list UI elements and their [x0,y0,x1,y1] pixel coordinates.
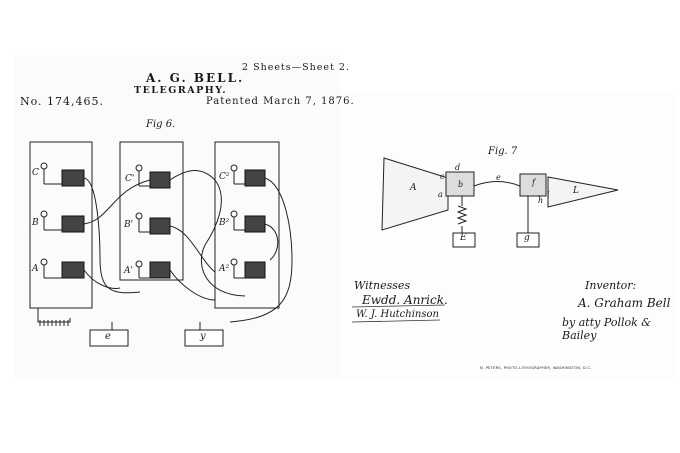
inventor-name: A. G. BELL. [146,71,245,85]
fig6-label-b: B [32,218,39,228]
fig6-box-e [89,329,129,347]
patent-date: Patented March 7, 1876. [206,96,355,107]
fig6-label-c2: C² [219,172,230,182]
fig6-label-a: A [32,264,39,274]
printer-note: N. PETERS, PHOTO-LITHOGRAPHER, WASHINGTO… [480,366,592,370]
sheet-count: 2 Sheets—Sheet 2. [242,62,350,73]
fig7-label-d: d [455,163,461,172]
fig6-panel-right [214,141,280,309]
fig6-label-b2: B² [219,218,230,228]
fig7-label-f: f [532,178,535,187]
fig7-label-e: e [496,173,501,182]
fig7-label-i: i [547,190,550,199]
patent-number: No. 174,465. [20,95,105,108]
fig6-box-e-label: e [105,331,111,342]
fig7-label-c: c [440,172,445,181]
fig6-panel-left [29,141,93,309]
patent-subject: TELEGRAPHY. [134,85,228,96]
fig6-label-a-prime: A' [124,266,133,276]
fig7-box-g [516,232,540,248]
fig6-panel-mid [119,141,184,281]
right-sheet [340,92,675,380]
fig7-label-a: a [438,190,443,199]
witnesses-label: Witnesses [354,279,411,292]
fig6-box-y-label: y [200,331,206,342]
fig6-label-c-prime: C' [125,174,135,184]
fig7-label-E: E [460,233,467,243]
fig6-label-b-prime: B' [124,220,134,230]
witness-signature-2: W. J. Hutchinson [356,309,439,320]
fig7-label-h: h [538,196,544,205]
fig7-label-L: L [573,186,579,196]
attorney-signature: by atty Pollok & Bailey [562,316,652,342]
fig6-box-y [184,329,224,347]
fig6-label: Fig 6. [146,119,176,130]
witness-signature-1: Ewdd. Anrick. [362,293,448,307]
fig7-label-A: A [410,183,417,193]
inventor-label: Inventor: [585,279,637,292]
fig6-label-c: C [32,168,39,178]
fig7-label: Fig. 7 [488,146,518,157]
fig7-box-E [452,232,476,248]
inventor-signature: A. Graham Bell [578,296,671,310]
fig7-label-b: b [458,180,464,189]
fig7-label-g: g [524,233,530,243]
fig6-label-a2: A² [219,264,230,274]
